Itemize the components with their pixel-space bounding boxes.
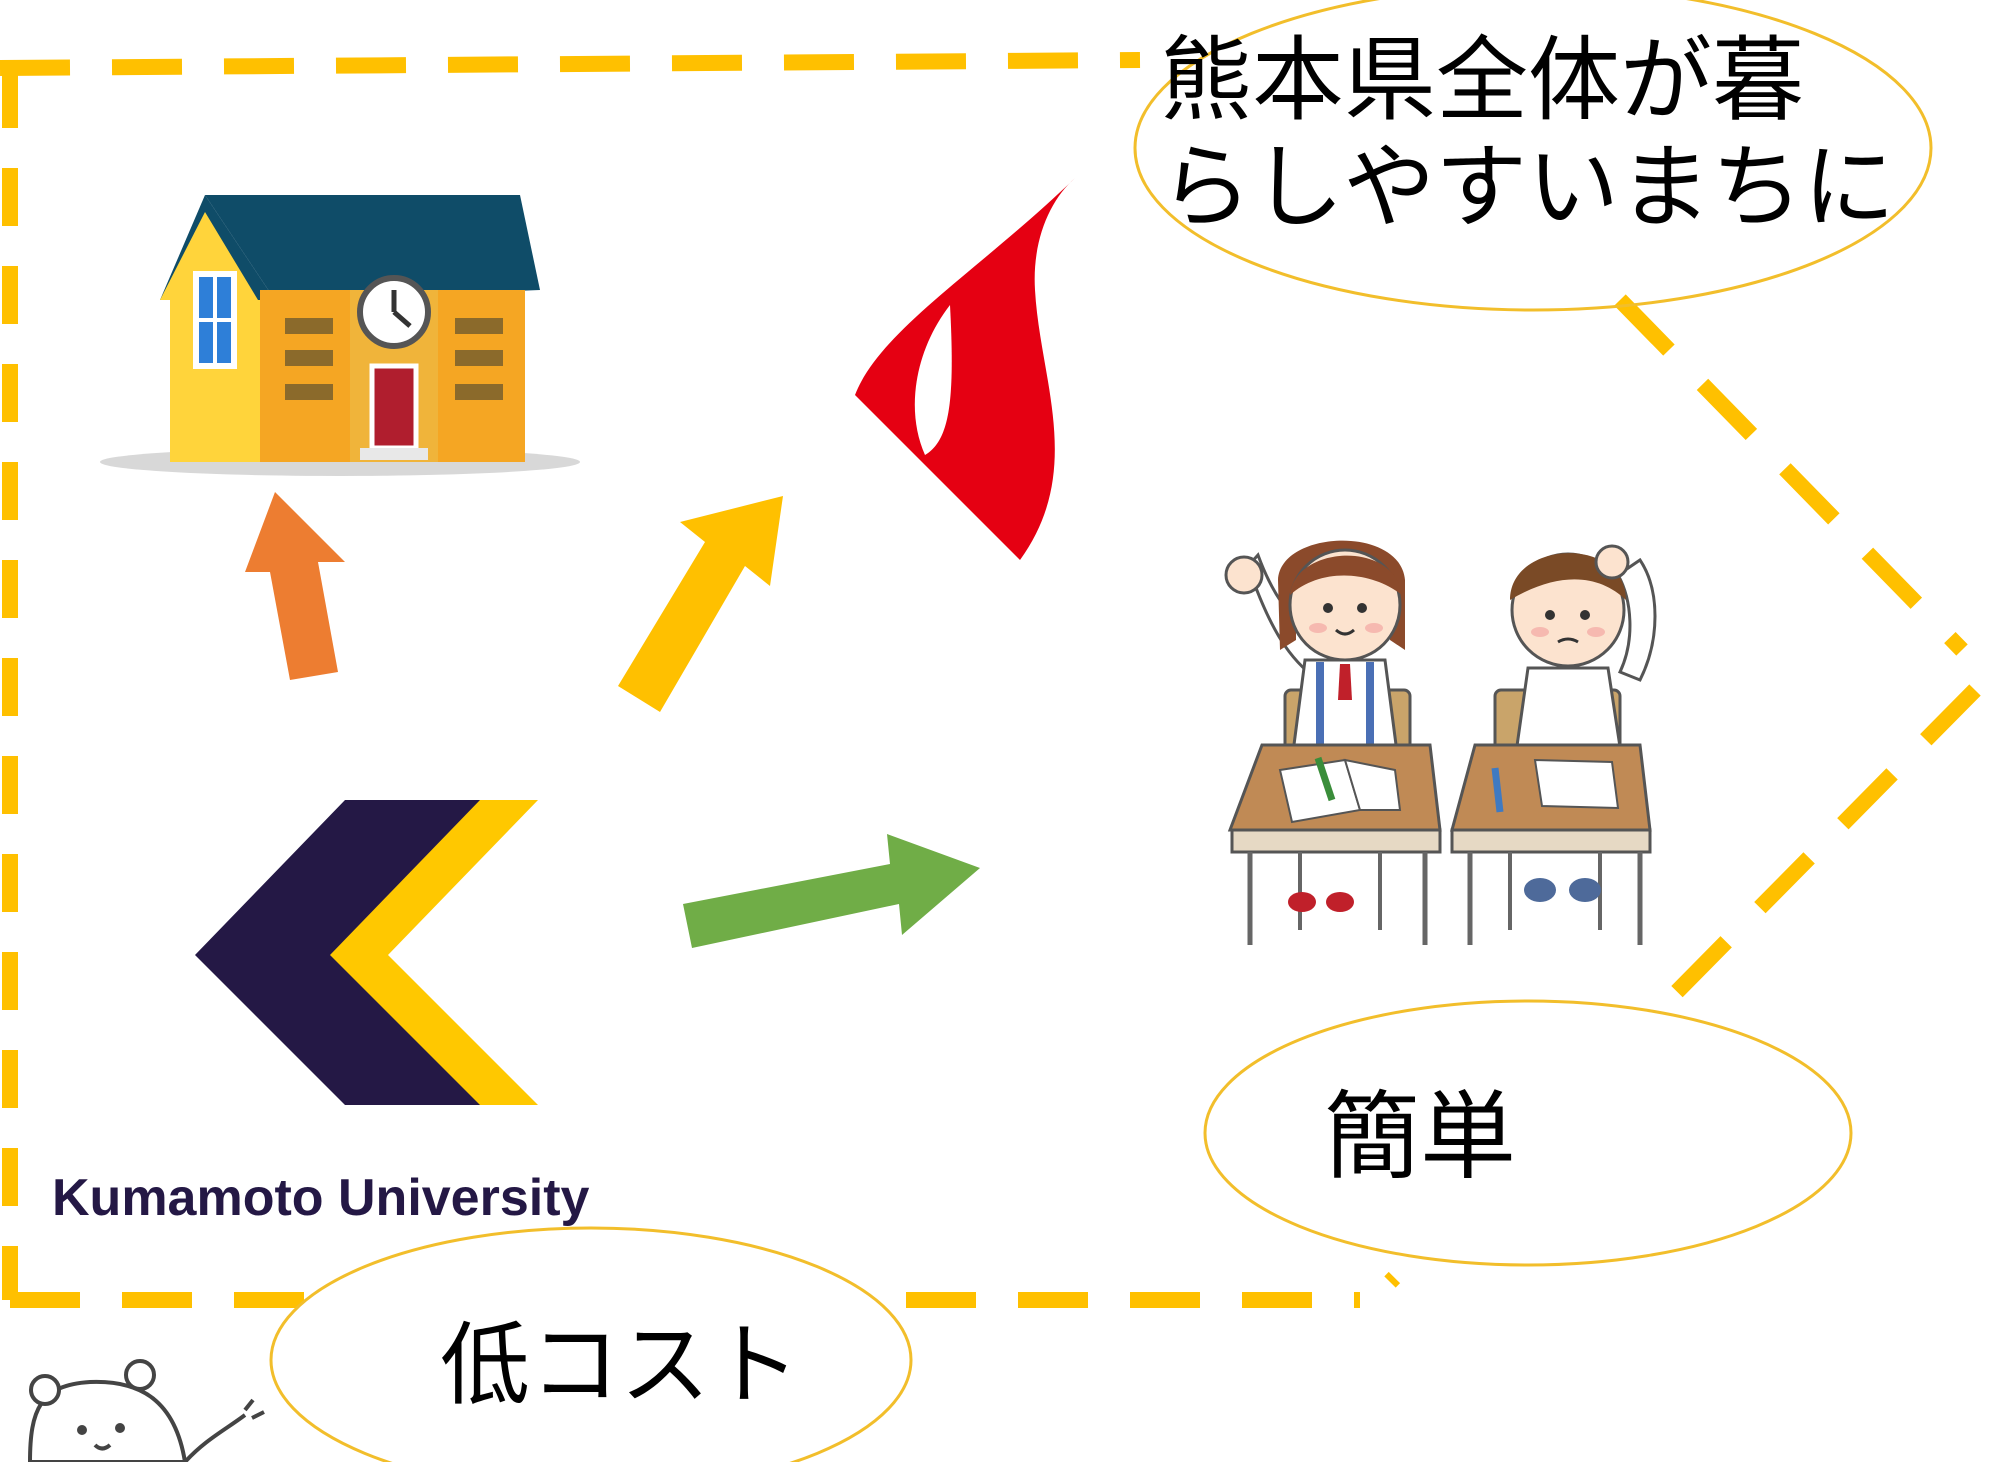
bubble-low-cost-text: 低コスト <box>440 1313 800 1418</box>
red-flame-logo-icon <box>855 178 1075 560</box>
kumamoto-university-chevron-logo <box>195 800 538 1105</box>
bear-mascot-icon <box>27 1359 265 1464</box>
bubble-simple-text: 簡単 <box>1324 1081 1516 1193</box>
dashed-boundary-right-upper <box>1614 294 1968 656</box>
bubble-cost-outline <box>269 1226 913 1466</box>
bubble-simple-outline <box>1203 999 1853 1267</box>
bubble-top-text: 熊本県全体が暮 らしやすいまちに <box>1160 27 1896 241</box>
bubble-top-outline <box>1133 0 1933 312</box>
dashed-boundary-right-lower <box>1384 684 1981 1288</box>
dashed-boundary-top <box>0 52 1141 76</box>
arrow-to-students <box>683 834 980 948</box>
arrow-to-school <box>245 492 345 680</box>
arrow-to-flame <box>618 496 783 712</box>
university-name: Kumamoto University <box>52 1169 590 1227</box>
students-at-desks-illustration <box>1224 540 1657 945</box>
school-building-icon <box>100 195 580 476</box>
